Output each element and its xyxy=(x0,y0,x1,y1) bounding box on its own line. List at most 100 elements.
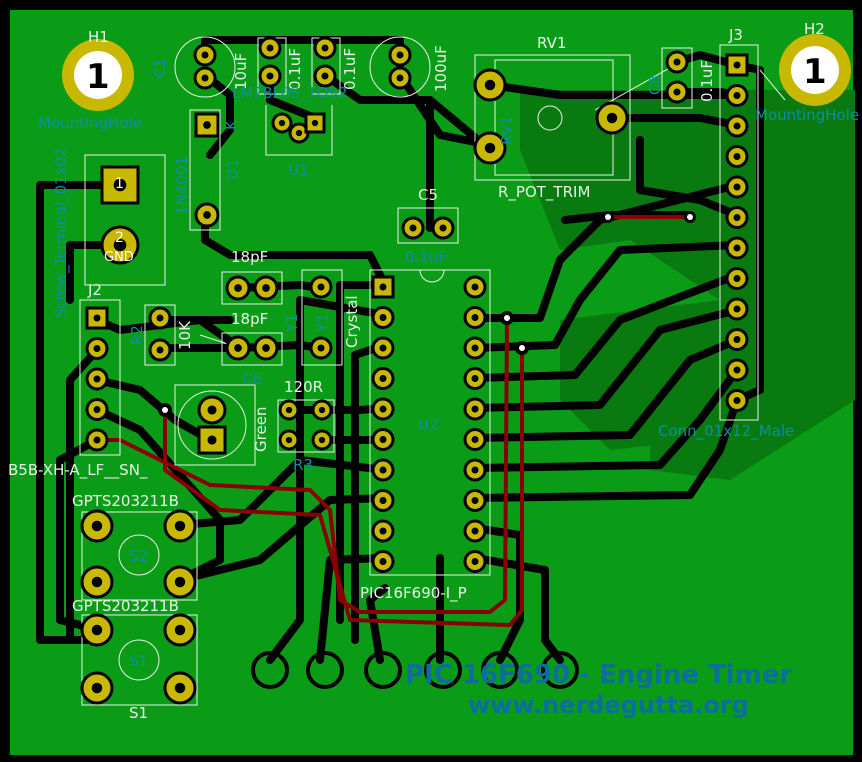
c1-pad-hole xyxy=(201,51,209,59)
led-value: Green xyxy=(252,407,270,452)
ground-fill xyxy=(520,90,855,480)
j1-pad-hole xyxy=(113,238,127,252)
j2-pin-hole xyxy=(93,436,101,444)
c1-value: 10uF xyxy=(232,53,250,90)
u1-pad-hole xyxy=(278,119,286,127)
j2-pin-hole xyxy=(93,345,101,352)
h1-ref: H1 xyxy=(88,28,109,46)
c7-pad-hole xyxy=(234,284,242,292)
h2-value: MountingHole xyxy=(755,106,859,124)
s1-pad-hole xyxy=(91,682,103,694)
j3-ref: J3 xyxy=(728,26,743,44)
c6-ref: C6 xyxy=(242,370,262,388)
u2-pin-hole xyxy=(379,344,387,352)
j3-pin-hole xyxy=(733,122,741,130)
u2-pin-hole xyxy=(379,405,387,413)
u2-pin-hole xyxy=(471,283,479,291)
c3-pad-hole xyxy=(321,44,329,52)
u2-pin-hole xyxy=(379,283,387,291)
h1-num: 1 xyxy=(86,57,110,97)
led-pad-hole xyxy=(207,405,217,415)
c6-value: 18pF xyxy=(231,310,268,328)
c8-pad-hole xyxy=(673,88,681,96)
j1-value: Screw_Terminal_01x02 xyxy=(52,147,71,318)
c1-ref: C1 xyxy=(151,58,169,78)
s2-pad-hole xyxy=(174,520,186,532)
c8-value: 0.1uF xyxy=(698,60,716,102)
c5-pad-hole xyxy=(409,224,417,232)
u1-pad-hole xyxy=(295,129,303,137)
s2-pad-hole xyxy=(174,576,186,588)
r2-value: 10K xyxy=(176,320,194,350)
u2-pin-hole xyxy=(471,405,479,413)
j2-pin-hole xyxy=(93,314,101,322)
j3-pin-hole xyxy=(733,61,741,69)
j3-pin-hole xyxy=(733,214,741,221)
j1-pin1: 1 xyxy=(115,176,124,192)
u2-pin-hole xyxy=(471,497,479,504)
s2-pad-hole xyxy=(91,520,103,532)
d1-value: 1N4001 xyxy=(173,156,191,215)
s2-ref: S2 xyxy=(129,547,148,565)
r2-pad-hole xyxy=(156,346,164,354)
c4-pad-hole xyxy=(396,51,404,59)
j3-pin-hole xyxy=(733,336,741,343)
u2-pin-hole xyxy=(379,436,387,443)
c8-ref: C8 xyxy=(646,75,664,95)
r-pad-hole xyxy=(318,406,326,414)
j3-pin-hole xyxy=(733,275,741,282)
j1-pad-hole xyxy=(113,178,127,192)
u2-pin-hole xyxy=(379,527,387,535)
c7-pad-hole xyxy=(262,284,270,292)
u2-pin-hole xyxy=(471,527,479,535)
c8-pad-hole xyxy=(673,58,681,66)
silk-labels: H1 1 MountingHole H2 1 MountingHole C1 1… xyxy=(8,20,859,722)
y1-pad-hole xyxy=(317,283,325,291)
r2-ref: R2 xyxy=(128,325,146,345)
y1-pad-hole xyxy=(317,344,325,352)
y1-ref: Y1 xyxy=(283,313,301,333)
c3-pad-hole xyxy=(321,72,329,80)
d1-ref: D1 xyxy=(224,159,242,180)
bottom-pads xyxy=(251,651,579,689)
j3-value: Conn_01x12_Male xyxy=(658,422,794,441)
u2-pin-hole xyxy=(471,466,479,474)
c5-ref: C5 xyxy=(418,186,438,204)
u2-pin-hole xyxy=(471,436,479,443)
rv1-pad-hole xyxy=(484,79,496,91)
brand-title: PIC 16F690 - Engine Timer xyxy=(405,660,792,690)
u2-pin-hole xyxy=(379,314,387,321)
j2-ref: J2 xyxy=(87,281,102,299)
u1-value: LM78L05_TO92 xyxy=(232,84,347,103)
d1-k: K xyxy=(222,119,240,130)
front-traces xyxy=(95,215,692,627)
j2-value: B5B-XH-A_LF__SN_ xyxy=(8,461,148,480)
u2-pin-hole xyxy=(471,375,479,382)
c3-value: 0.1uF xyxy=(341,48,359,90)
vias xyxy=(158,211,696,417)
s1-value: GPTS203211B xyxy=(72,597,179,615)
h2-ref: H2 xyxy=(804,20,825,38)
c4-pad-hole xyxy=(396,74,404,82)
s1-ref-silk: S1 xyxy=(129,704,148,722)
c1-pad-hole xyxy=(201,74,209,82)
d1-pad-hole xyxy=(203,121,211,129)
d1-pad-hole xyxy=(203,211,211,219)
u2-pin-hole xyxy=(471,344,479,352)
c2-pad-hole xyxy=(266,44,274,52)
u1-pad-hole xyxy=(311,119,319,127)
j3-pin-hole xyxy=(733,244,741,252)
j1-pin2: 2 xyxy=(115,230,124,246)
j3-pin-hole xyxy=(733,183,741,191)
h1-value: MountingHole xyxy=(38,114,142,132)
c2-value: 0.1uF xyxy=(286,48,304,90)
h2-num: 1 xyxy=(803,52,827,92)
r3-value: 120R xyxy=(284,378,323,396)
j3-pin-hole xyxy=(733,305,741,313)
s2-value: GPTS203211B xyxy=(72,492,179,510)
component-pads xyxy=(80,36,749,705)
r3-pad-hole xyxy=(318,436,326,444)
u2-pin-hole xyxy=(379,558,387,565)
brand-text: PIC 16F690 - Engine Timer www.nerdegutta… xyxy=(405,660,792,719)
j2-pin-hole xyxy=(93,375,101,383)
